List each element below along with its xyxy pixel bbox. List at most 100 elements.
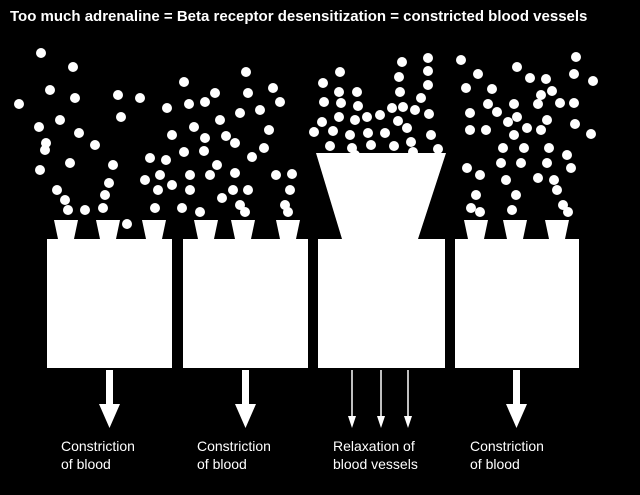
adrenaline-molecule (271, 170, 281, 180)
adrenaline-molecule (423, 53, 433, 63)
adrenaline-molecule (352, 87, 362, 97)
adrenaline-molecule (542, 115, 552, 125)
receptor-cup (54, 220, 78, 239)
adrenaline-molecule (215, 115, 225, 125)
adrenaline-molecule (200, 133, 210, 143)
adrenaline-molecule (588, 76, 598, 86)
adrenaline-molecule (259, 143, 269, 153)
adrenaline-molecule (335, 67, 345, 77)
adrenaline-molecule (200, 97, 210, 107)
adrenaline-molecule (525, 73, 535, 83)
adrenaline-molecule (145, 153, 155, 163)
adrenaline-molecule (433, 144, 443, 154)
constriction-arrow (235, 370, 256, 428)
adrenaline-molecule (162, 103, 172, 113)
adrenaline-molecule (70, 93, 80, 103)
adrenaline-molecule (185, 185, 195, 195)
adrenaline-molecule (475, 207, 485, 217)
adrenaline-molecule (336, 98, 346, 108)
adrenaline-molecule (496, 158, 506, 168)
adrenaline-molecule (462, 163, 472, 173)
large-receptor (316, 153, 446, 239)
adrenaline-molecule (555, 98, 565, 108)
adrenaline-molecule (230, 168, 240, 178)
adrenaline-molecule (509, 130, 519, 140)
adrenaline-molecule (116, 112, 126, 122)
adrenaline-molecule (235, 200, 245, 210)
adrenaline-molecule (122, 219, 132, 229)
adrenaline-molecule (542, 158, 552, 168)
adrenaline-molecule (511, 190, 521, 200)
adrenaline-molecule (74, 128, 84, 138)
constriction-arrow (506, 370, 527, 428)
adrenaline-molecule (45, 85, 55, 95)
adrenaline-molecule (177, 203, 187, 213)
adrenaline-molecule (380, 128, 390, 138)
adrenaline-molecule (184, 99, 194, 109)
adrenaline-molecule (563, 207, 573, 217)
adrenaline-molecule (475, 170, 485, 180)
adrenaline-molecule (507, 205, 517, 215)
receptor-cup (503, 220, 527, 239)
adrenaline-molecule (155, 170, 165, 180)
adrenaline-molecule (533, 173, 543, 183)
adrenaline-molecule (353, 101, 363, 111)
receptor-cup (194, 220, 218, 239)
adrenaline-molecule (465, 108, 475, 118)
caption-line: blood vessels (333, 456, 418, 472)
adrenaline-molecule (185, 170, 195, 180)
adrenaline-molecule (424, 109, 434, 119)
adrenaline-molecule (98, 203, 108, 213)
adrenaline-molecule (487, 84, 497, 94)
adrenaline-molecule (36, 48, 46, 58)
caption-panel-4: Constriction of blood (470, 437, 600, 473)
adrenaline-molecule (465, 125, 475, 135)
adrenaline-molecules (14, 48, 598, 229)
adrenaline-molecule (212, 160, 222, 170)
adrenaline-molecule (150, 203, 160, 213)
cell-block (47, 239, 172, 368)
adrenaline-molecule (512, 112, 522, 122)
adrenaline-molecule (167, 180, 177, 190)
adrenaline-molecule (334, 112, 344, 122)
adrenaline-molecule (533, 99, 543, 109)
adrenaline-molecule (255, 105, 265, 115)
adrenaline-molecule (389, 141, 399, 151)
adrenaline-molecule (189, 122, 199, 132)
cell-block (183, 239, 308, 368)
adrenaline-molecule (362, 112, 372, 122)
adrenaline-molecule (483, 99, 493, 109)
receptor-cup (276, 220, 300, 239)
adrenaline-molecule (569, 69, 579, 79)
adrenaline-molecule (80, 205, 90, 215)
caption-panel-3: Relaxation of blood vessels (333, 437, 463, 473)
adrenaline-molecule (228, 185, 238, 195)
adrenaline-molecule (562, 150, 572, 160)
adrenaline-molecule (287, 169, 297, 179)
adrenaline-molecule (318, 78, 328, 88)
adrenaline-molecule (235, 108, 245, 118)
caption-panel-1: Constriction of blood (61, 437, 191, 473)
adrenaline-molecule (55, 115, 65, 125)
adrenaline-molecule (113, 90, 123, 100)
adrenaline-molecule (140, 175, 150, 185)
adrenaline-molecule (406, 137, 416, 147)
adrenaline-molecule (395, 87, 405, 97)
adrenaline-molecule (402, 123, 412, 133)
adrenaline-molecule (40, 145, 50, 155)
receptor-cup (142, 220, 166, 239)
adrenaline-molecule (264, 125, 274, 135)
adrenaline-molecule (104, 178, 114, 188)
adrenaline-molecule (547, 86, 557, 96)
adrenaline-molecule (394, 72, 404, 82)
adrenaline-molecule (503, 117, 513, 127)
caption-line: Constriction (470, 438, 544, 454)
adrenaline-molecule (68, 62, 78, 72)
adrenaline-molecule (179, 147, 189, 157)
adrenaline-molecule (536, 90, 546, 100)
adrenaline-molecule (319, 97, 329, 107)
adrenaline-molecule (60, 195, 70, 205)
diagram-title: Too much adrenaline = Beta receptor dese… (10, 8, 588, 25)
adrenaline-molecule (512, 62, 522, 72)
adrenaline-molecule (283, 207, 293, 217)
